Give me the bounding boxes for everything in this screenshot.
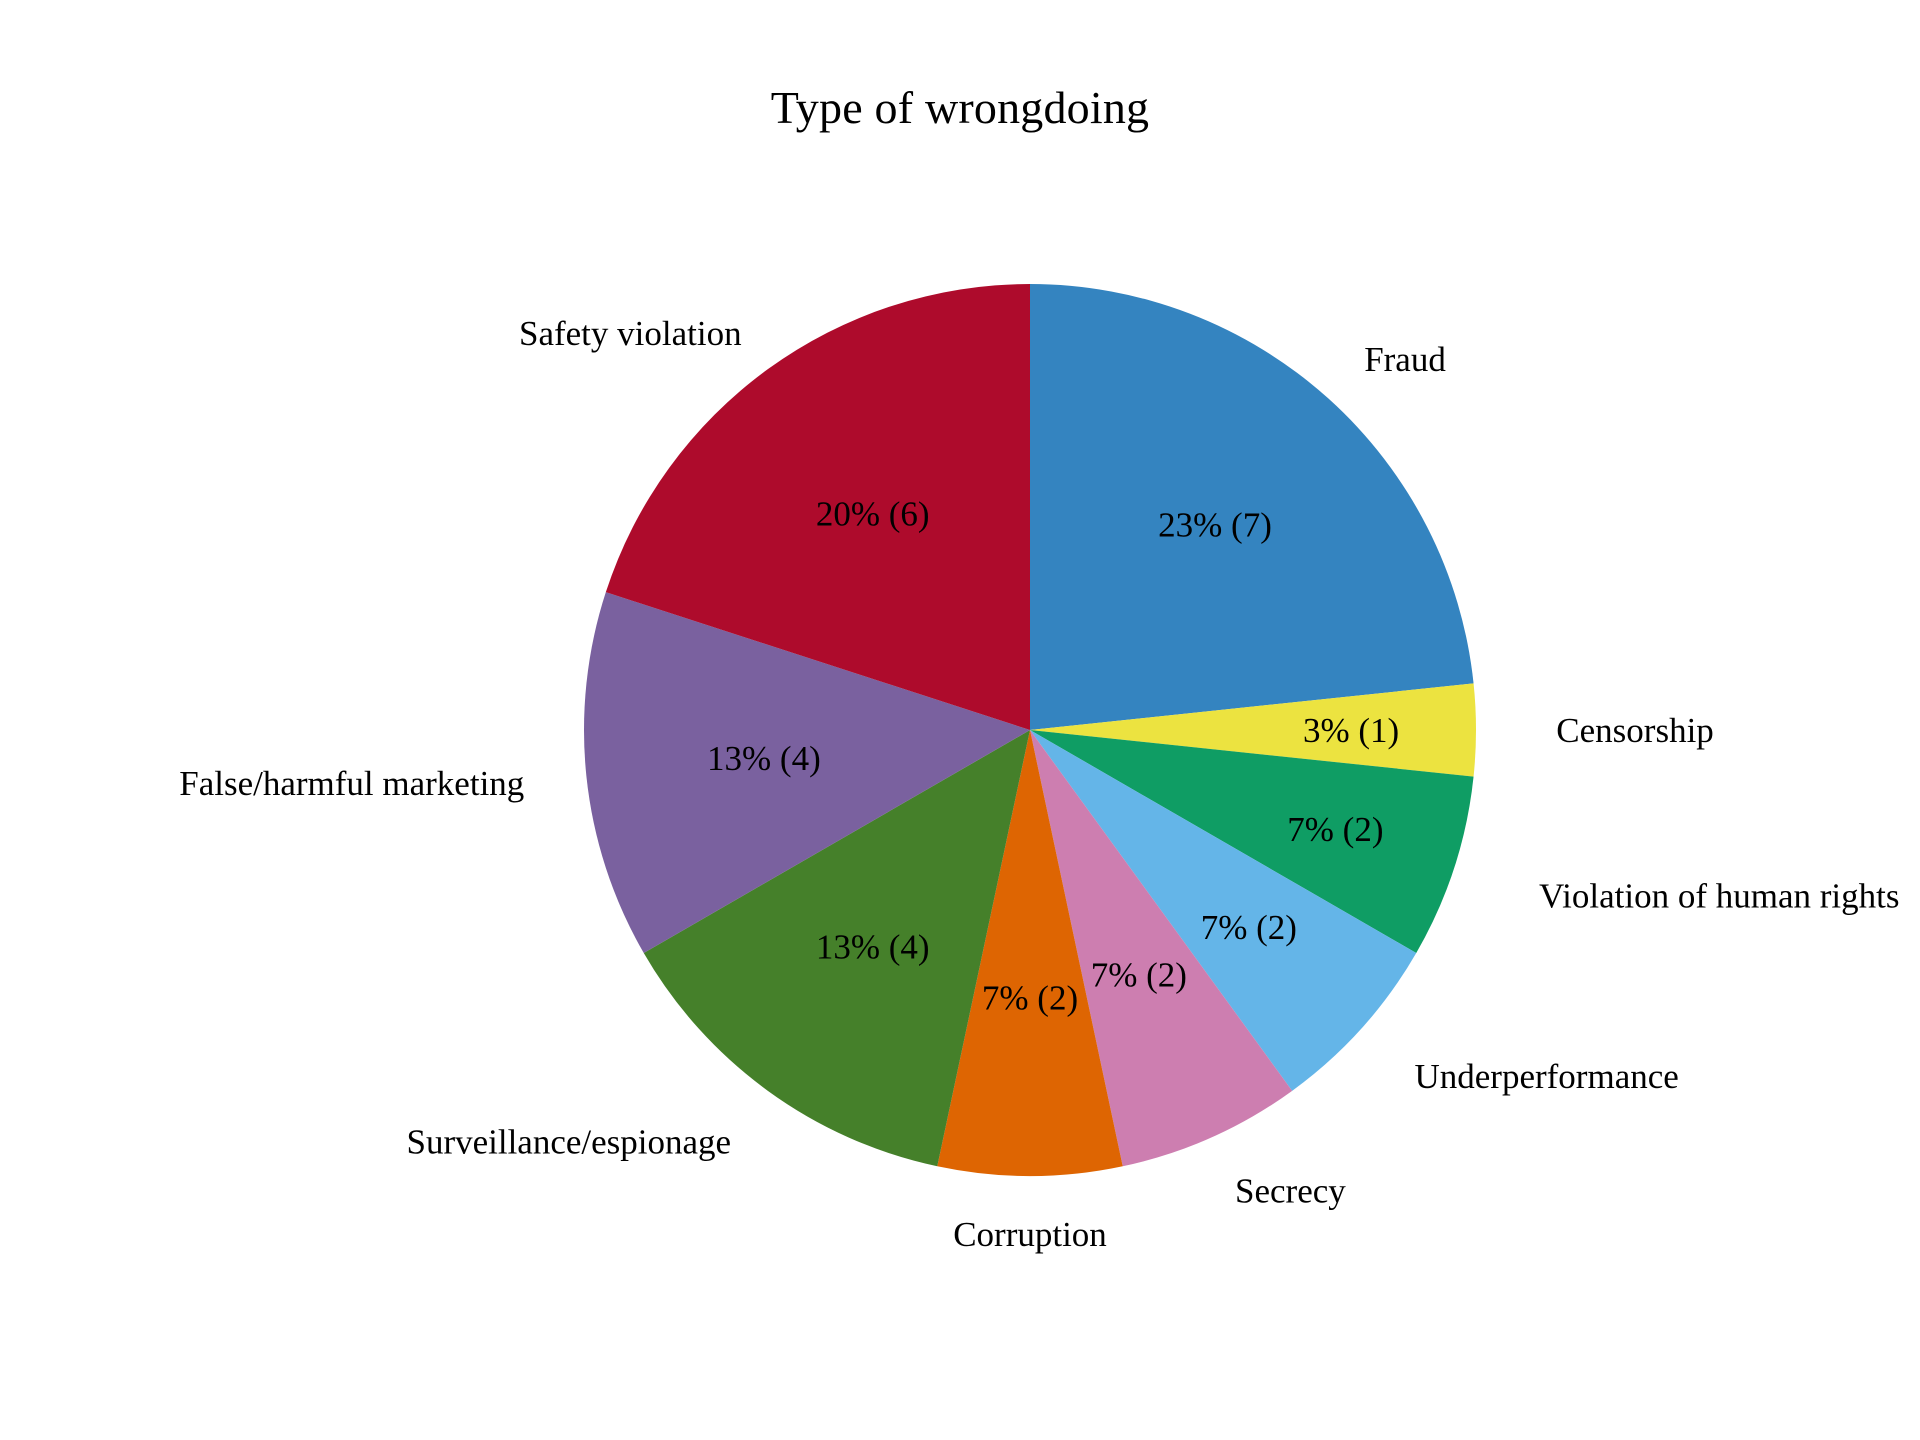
pie-slice-value-label: 13% (4) — [707, 739, 821, 778]
pie-slice-category-label: Fraud — [1364, 340, 1446, 379]
pie-slice-value-label: 23% (7) — [1158, 506, 1272, 545]
pie-slice[interactable] — [1030, 730, 1474, 953]
pie-slice-value-label: 7% (2) — [1091, 956, 1187, 995]
pie-slice-category-label: Corruption — [953, 1215, 1107, 1254]
pie-slice[interactable] — [1030, 683, 1477, 777]
pie-value-labels-group: 23% (7) 3% (1) 7% (2) 7% (2) 7% (2) 7% (2) 13%… — [707, 495, 1399, 1018]
pie-slice-value-label: 7% (2) — [1287, 810, 1383, 849]
pie-slice[interactable] — [1030, 730, 1417, 1091]
pie-slice[interactable] — [937, 730, 1123, 1176]
pie-slice-value-label: 3% (1) — [1303, 711, 1399, 750]
pie-slice-category-label: False/harmful marketing — [179, 764, 524, 803]
pie-slice[interactable] — [605, 284, 1030, 730]
pie-slice[interactable] — [1030, 730, 1293, 1167]
pie-slice-category-label: Underperformance — [1415, 1057, 1679, 1096]
pie-slice[interactable] — [584, 592, 1030, 953]
pie-slice-category-label: Secrecy — [1235, 1171, 1346, 1210]
pie-slices-group — [584, 284, 1477, 1176]
chart-title: Type of wrongdoing — [770, 82, 1150, 133]
pie-slice[interactable] — [643, 730, 1030, 1167]
pie-slice-category-label: Violation of human rights — [1539, 876, 1900, 915]
pie-slice[interactable] — [1030, 284, 1474, 730]
pie-slice-category-label: Censorship — [1556, 711, 1714, 750]
pie-slice-value-label: 7% (2) — [1201, 908, 1297, 947]
pie-slice-category-label: Surveillance/espionage — [406, 1122, 731, 1161]
pie-slice-category-label: Safety violation — [519, 314, 742, 353]
pie-slice-value-label: 13% (4) — [816, 928, 930, 967]
pie-slice-value-label: 20% (6) — [816, 495, 930, 534]
pie-slice-value-label: 7% (2) — [982, 979, 1078, 1018]
